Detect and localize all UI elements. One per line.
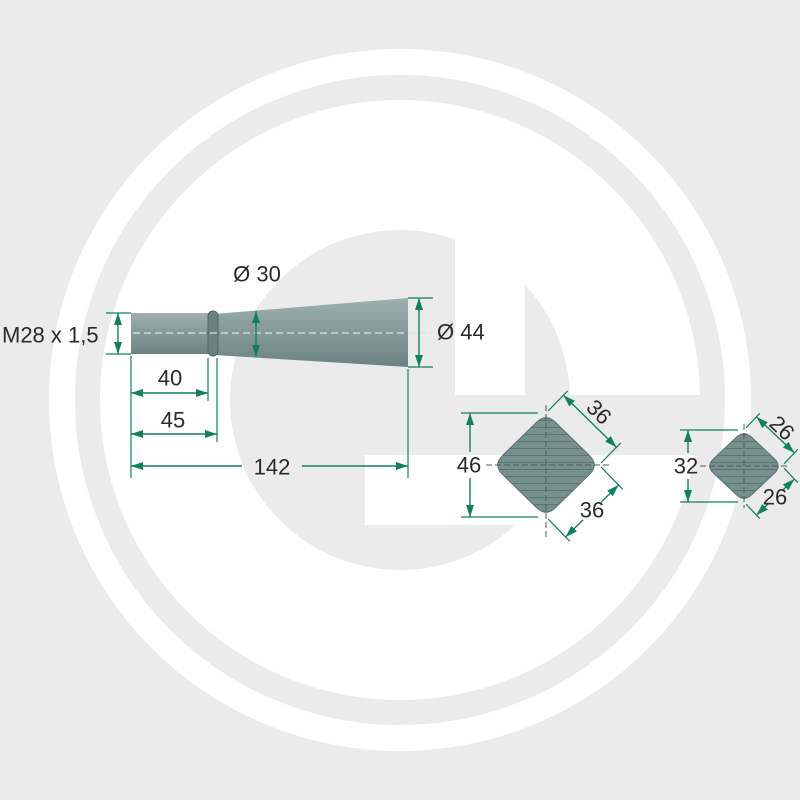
section-large-edge-bottom-extension-2 bbox=[600, 466, 624, 490]
section-large-edge-top-arrow bbox=[563, 394, 617, 448]
thread-label: M28 x 1,5 bbox=[2, 323, 99, 348]
section-small-edge-bottom-label: 26 bbox=[763, 485, 787, 510]
section-large-edge-bottom-arrow-2 bbox=[600, 484, 620, 503]
section-small-edge-bottom-arrow-2 bbox=[782, 478, 795, 491]
section-small-edge-bottom-extension-1 bbox=[745, 503, 761, 520]
section-large-edge-top-extension-2 bbox=[600, 442, 622, 464]
diameter-large-label: Ø 44 bbox=[437, 320, 485, 345]
section-small-edge-bottom-arrow-1 bbox=[755, 503, 769, 516]
length-40-label: 40 bbox=[158, 366, 182, 391]
section-large-edge-bottom-extension-1 bbox=[547, 518, 571, 542]
section-small-edge-top-extension-1 bbox=[745, 412, 761, 429]
section-large-edge-top-extension-1 bbox=[547, 390, 569, 412]
section-large-edge-bottom-label: 36 bbox=[580, 498, 604, 523]
section-large-edge-bottom-arrow-1 bbox=[565, 519, 584, 538]
side-view: M28 x 1,5 Ø 30 Ø 44 40 45 142 bbox=[2, 262, 485, 480]
section-small-height-label: 32 bbox=[674, 454, 698, 479]
length-45-label: 45 bbox=[161, 408, 185, 433]
cross-section-large: 46 36 36 bbox=[457, 390, 624, 542]
section-small-edge-top-arrow bbox=[755, 416, 795, 454]
diameter-small-label: Ø 30 bbox=[233, 262, 281, 287]
section-small-edge-top-extension-2 bbox=[783, 448, 799, 465]
section-large-height-label: 46 bbox=[457, 453, 481, 478]
length-total-label: 142 bbox=[254, 455, 291, 480]
section-small-edge-bottom-extension-2 bbox=[783, 467, 799, 484]
